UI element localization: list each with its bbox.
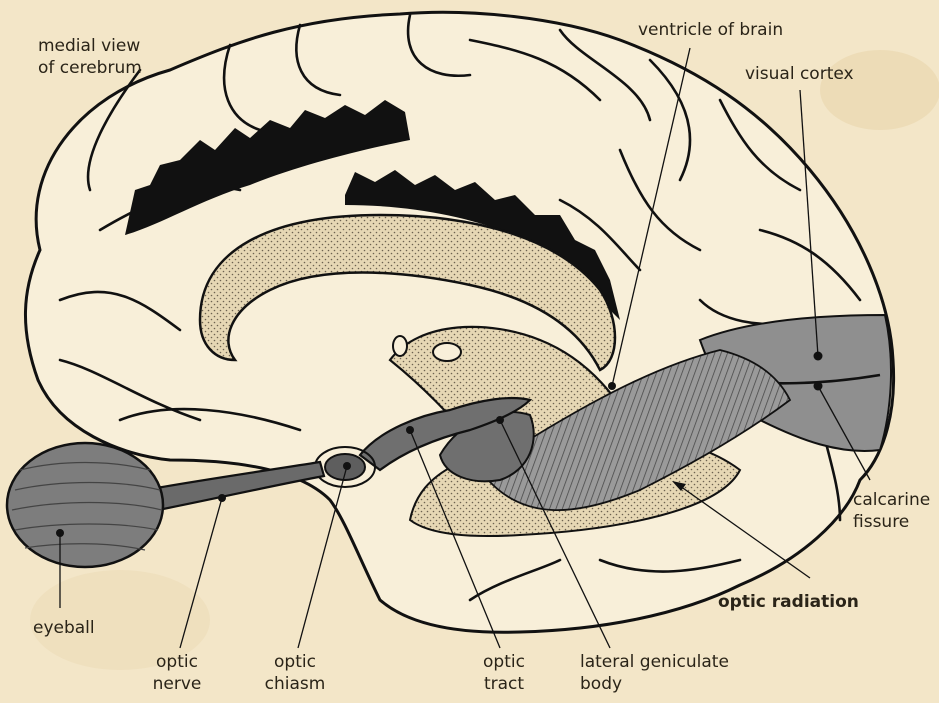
paper-spot [820, 50, 939, 130]
massa-intermedia [433, 343, 461, 361]
label-optic-tract-line1: optic [472, 652, 536, 673]
label-visual-cortex: visual cortex [745, 64, 854, 85]
pineal-node [393, 336, 407, 356]
label-lateral-geniculate-line1: lateral geniculate [580, 652, 729, 673]
label-optic-nerve-line1: optic [145, 652, 209, 673]
label-optic-tract-line2: tract [472, 674, 536, 695]
label-optic-chiasm-line1: optic [258, 652, 332, 673]
label-medial-view-line2: of cerebrum [38, 58, 142, 79]
label-optic-nerve-line2: nerve [145, 674, 209, 695]
label-lateral-geniculate-line2: body [580, 674, 622, 695]
label-calcarine-line1: calcarine [853, 490, 930, 511]
label-medial-view-line1: medial view [38, 36, 140, 57]
label-calcarine-line2: fissure [853, 512, 909, 533]
label-ventricle-of-brain: ventricle of brain [638, 20, 783, 41]
label-optic-radiation: optic radiation [718, 592, 859, 613]
label-eyeball: eyeball [33, 618, 95, 639]
label-optic-chiasm-line2: chiasm [258, 674, 332, 695]
